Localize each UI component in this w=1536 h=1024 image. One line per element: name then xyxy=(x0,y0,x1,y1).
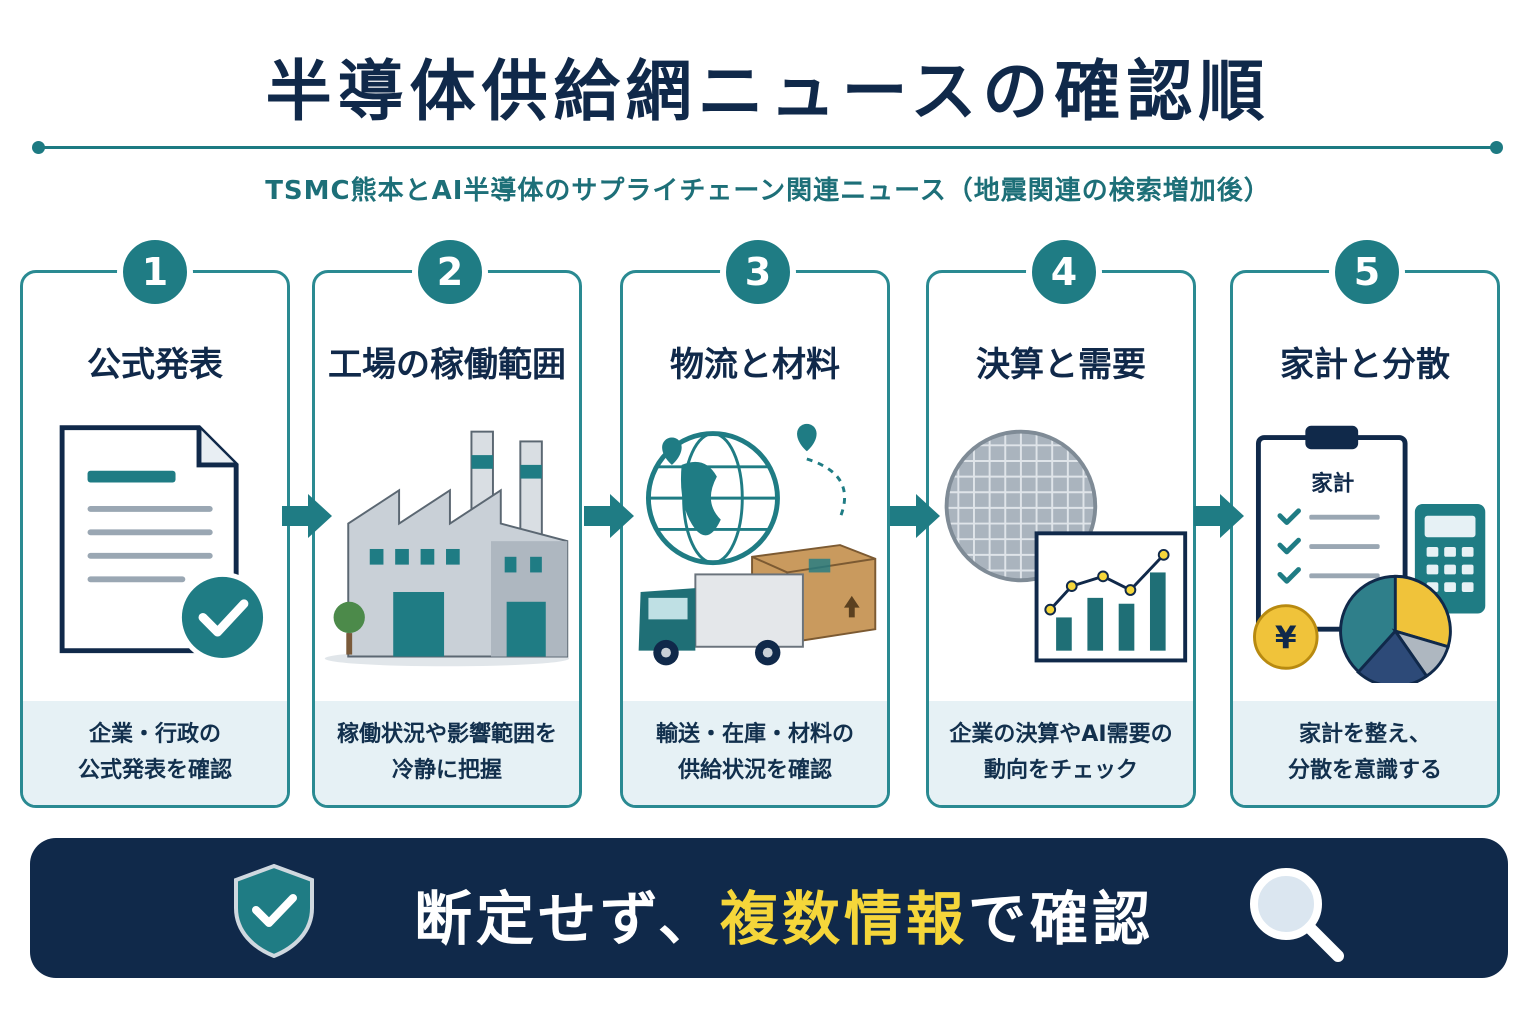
step-card-2: 工場の稼働範囲 稼働状況や影響範囲を 冷静に把握 xyxy=(312,270,582,808)
step-badge-5: 5 xyxy=(1329,234,1405,310)
page-title: 半導体供給網ニュースの確認順 xyxy=(265,53,1271,130)
document-check-icon xyxy=(59,425,268,663)
step-heading: 公式発表 xyxy=(87,345,223,385)
step-card-3: 物流と材料 輸送・在庫・材料の 供給状況を確認 xyxy=(620,270,890,808)
step-badge-2: 2 xyxy=(412,234,488,310)
clipboard-label: 家計 xyxy=(1311,470,1354,496)
step-card-1: 公式発表 企業・行政の 公式発表を確認 xyxy=(20,270,290,808)
yen-symbol: ¥ xyxy=(1275,621,1297,657)
step-caption: 稼働状況や影響範囲を 冷静に把握 xyxy=(315,701,579,805)
title-divider xyxy=(38,146,1498,149)
magnifier-icon xyxy=(1250,868,1344,962)
page-subtitle: TSMC熊本とAI半導体のサプライチェーン関連ニュース（地震関連の検索増加後） xyxy=(265,176,1271,206)
wafer-chart-icon xyxy=(944,429,1188,663)
step-heading: 工場の稼働範囲 xyxy=(328,345,566,385)
arrow-right-icon xyxy=(1194,494,1244,538)
divider-dot-right xyxy=(1490,141,1503,154)
arrow-right-icon xyxy=(890,494,940,538)
divider-dot-left xyxy=(32,141,45,154)
factory-icon xyxy=(324,430,570,667)
step-heading: 家計と分散 xyxy=(1280,345,1450,385)
step-caption: 企業・行政の 公式発表を確認 xyxy=(23,701,287,805)
step-heading: 物流と材料 xyxy=(670,345,840,385)
step-badge-3: 3 xyxy=(720,234,796,310)
step-badge-4: 4 xyxy=(1026,234,1102,310)
step-heading: 決算と需要 xyxy=(976,345,1146,385)
step-caption: 輸送・在庫・材料の 供給状況を確認 xyxy=(623,701,887,805)
arrow-right-icon xyxy=(584,494,634,538)
step-caption: 家計を整え、 分散を意識する xyxy=(1233,701,1497,805)
shield-check-icon xyxy=(234,863,314,958)
banner-text-highlight: 複数情報 xyxy=(719,885,968,953)
logistics-globe-truck-icon xyxy=(638,423,877,666)
step-badge-1: 1 xyxy=(117,234,193,310)
bottom-banner: 断定せず、複数情報で確認 xyxy=(30,838,1508,978)
banner-text-after: で確認 xyxy=(967,885,1154,953)
household-budget-icon: 家計 ¥ xyxy=(1253,425,1486,683)
banner-text-before: 断定せず、 xyxy=(414,885,720,953)
step-caption: 企業の決算やAI需要の 動向をチェック xyxy=(929,701,1193,805)
banner-message: 断定せず、複数情報で確認 xyxy=(414,872,1154,956)
arrow-right-icon xyxy=(282,494,332,538)
step-card-4: 決算と需要 xyxy=(926,270,1196,808)
step-card-5: 家計と分散 家計 ¥ 家計を整え、 分散を意識する xyxy=(1230,270,1500,808)
